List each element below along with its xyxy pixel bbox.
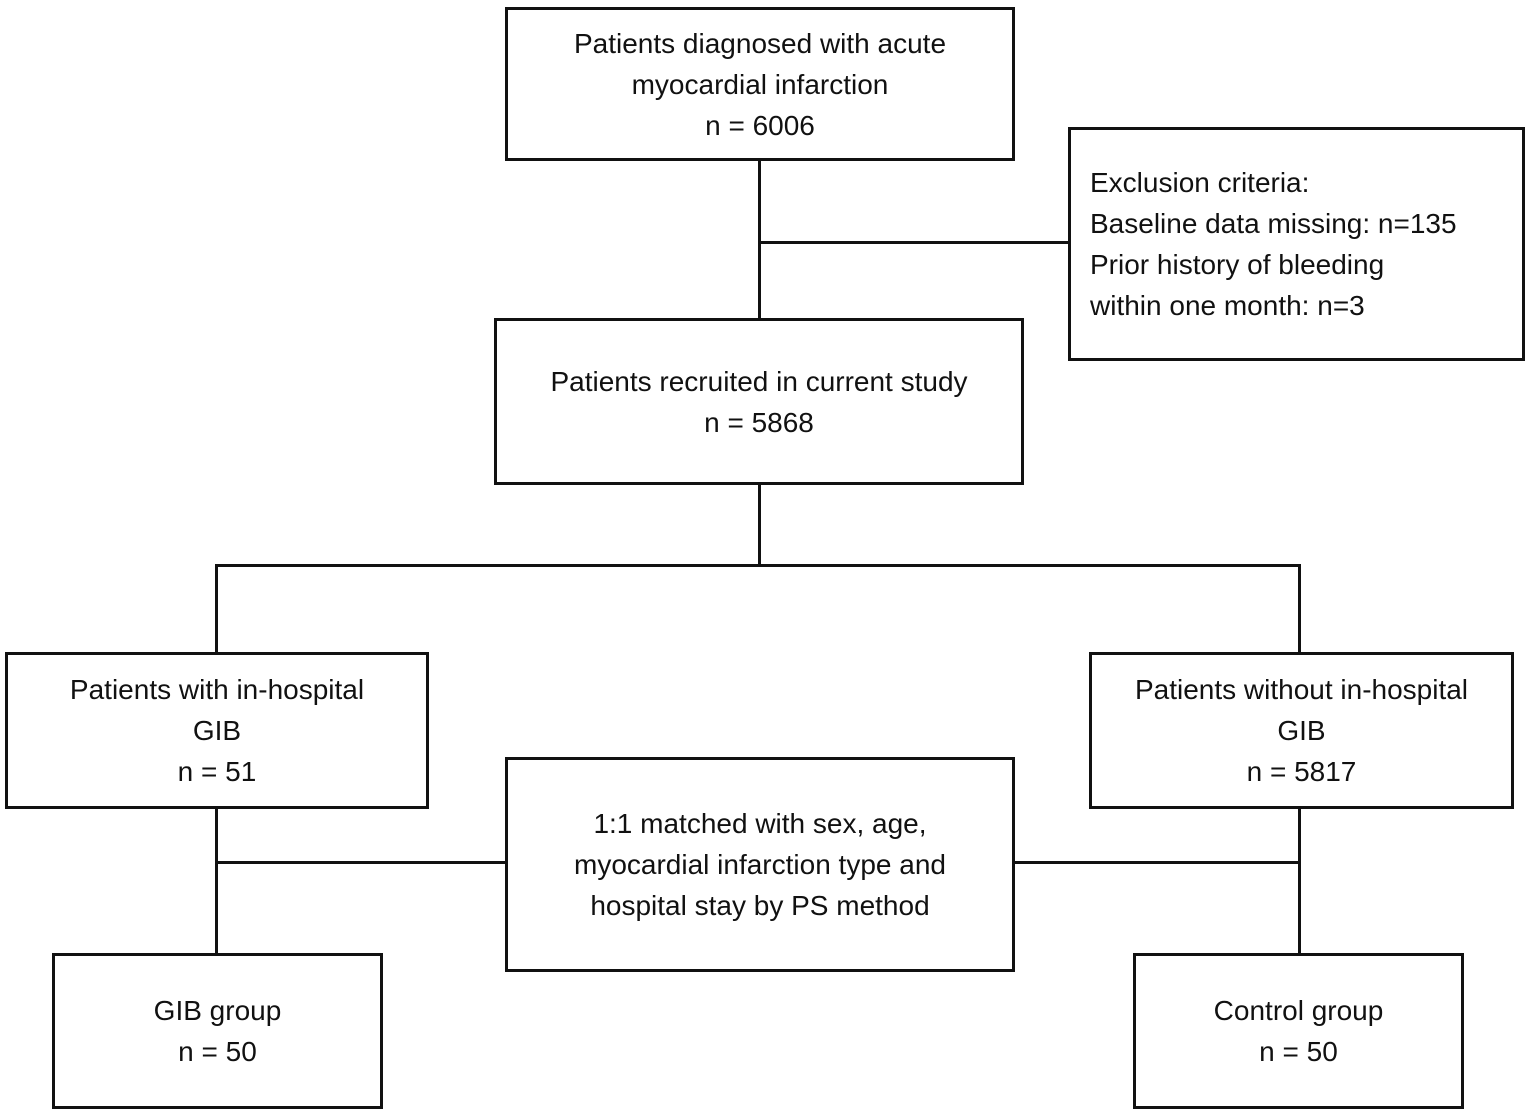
text-line: n = 6006 <box>705 109 815 141</box>
text-line: Exclusion criteria: <box>1090 167 1310 198</box>
text-line: within one month: n=3 <box>1090 290 1365 321</box>
text-line: n = 5817 <box>1246 756 1357 787</box>
text-line: myocardial infarction <box>631 68 889 100</box>
box-diagnosed: Patients diagnosed with acute myocardial… <box>505 7 1015 161</box>
connector-recruited-down <box>758 483 761 566</box>
box-control-group: Control group n = 50 <box>1133 953 1464 1109</box>
connector-to-exclusion <box>760 241 1068 244</box>
text-line: Prior history of bleeding <box>1090 249 1385 280</box>
box-without-gib: Patients without in-hospital GIB n = 581… <box>1089 652 1514 809</box>
text-line: Baseline data missing: n=135 <box>1090 208 1457 239</box>
connector-split-to-without-gib <box>1298 564 1301 654</box>
text-line: myocardial infarction type and <box>574 849 946 880</box>
text-line: n = 5868 <box>704 406 814 438</box>
box-with-gib: Patients with in-hospital GIB n = 51 <box>5 652 429 809</box>
connector-split-bar <box>215 564 1301 567</box>
text-line: Patients with in-hospital <box>69 674 365 705</box>
text-line: Patients recruited in current study <box>550 365 968 397</box>
text-line: GIB <box>192 715 242 746</box>
text-line: Control group <box>1213 995 1384 1026</box>
text-line: n = 50 <box>1259 1036 1338 1067</box>
box-exclusion-criteria: Exclusion criteria: Baseline data missin… <box>1068 127 1525 361</box>
connector-without-gib-to-control-group <box>1298 807 1301 955</box>
connector-split-to-with-gib <box>215 564 218 654</box>
text-line: n = 50 <box>178 1036 257 1067</box>
text-line: Patients without in-hospital <box>1134 674 1469 705</box>
connector-matched-to-without-gib <box>1013 861 1300 864</box>
text-line: Patients diagnosed with acute <box>573 27 947 59</box>
text-line: n = 51 <box>177 756 257 787</box>
box-matched: 1:1 matched with sex, age, myocardial in… <box>505 757 1015 972</box>
text-line: GIB group <box>153 995 282 1026</box>
text-line: hospital stay by PS method <box>590 890 930 921</box>
text-line: GIB <box>1277 715 1326 746</box>
connector-diagnosed-to-recruited <box>758 160 761 320</box>
text-line: 1:1 matched with sex, age, <box>593 808 927 839</box>
box-recruited: Patients recruited in current study n = … <box>494 318 1024 485</box>
connector-with-gib-to-gib-group <box>215 807 218 955</box>
box-gib-group: GIB group n = 50 <box>52 953 383 1109</box>
connector-with-gib-to-matched <box>215 861 507 864</box>
